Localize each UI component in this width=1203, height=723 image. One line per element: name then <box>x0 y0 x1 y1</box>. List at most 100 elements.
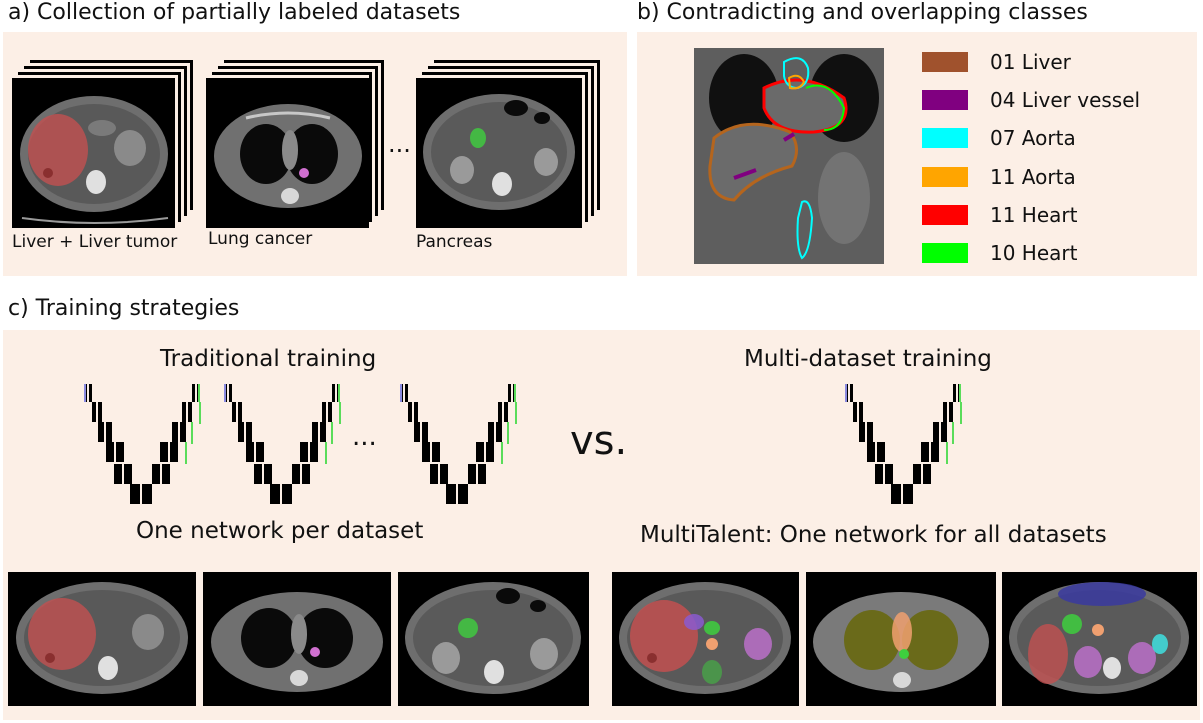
ct-image-lung <box>206 78 369 228</box>
unet-block <box>312 422 318 442</box>
unet-block <box>941 422 947 442</box>
panel-a-ellipsis: ... <box>388 130 411 158</box>
multi-dataset-training-title: Multi-dataset training <box>744 346 992 372</box>
unet-input-stripe <box>400 384 402 402</box>
unet-bottleneck <box>130 484 140 504</box>
unet-block <box>182 402 186 422</box>
unet-block <box>238 422 244 442</box>
unet-block <box>913 464 921 484</box>
unet-skip <box>515 402 517 424</box>
unet-bottleneck <box>891 484 901 504</box>
unet-output-stripe <box>338 384 340 402</box>
unet-block <box>172 422 178 442</box>
unet-block <box>332 384 335 402</box>
panel-a-heading: a) Collection of partially labeled datas… <box>8 0 461 25</box>
legend-label: 11 Aorta <box>990 165 1076 189</box>
unet-block <box>116 442 124 462</box>
legend-swatch <box>922 52 968 72</box>
vs-label: vs. <box>570 418 628 464</box>
legend-label: 11 Heart <box>990 203 1078 227</box>
unet-block <box>508 384 511 402</box>
ct-image-coronal <box>694 48 884 264</box>
unet-bottleneck <box>458 484 468 504</box>
unet-skip <box>501 442 503 464</box>
unet-block <box>877 442 885 462</box>
ct-image-pancreas <box>416 78 582 228</box>
unet-skip <box>339 402 341 424</box>
legend-label: 10 Heart <box>990 241 1078 265</box>
unet-block <box>923 464 931 484</box>
unet-block <box>943 402 947 422</box>
unet-output-stripe <box>198 384 200 402</box>
traditional-training-caption: One network per dataset <box>136 518 424 544</box>
legend-swatch <box>922 167 968 187</box>
unet-skip <box>185 442 187 464</box>
unet-bottleneck <box>446 484 456 504</box>
unet-block <box>106 422 112 442</box>
unet-block <box>160 442 168 462</box>
unet-block <box>414 402 418 422</box>
legend-swatch <box>922 128 968 148</box>
legend-label: 04 Liver vessel <box>990 88 1141 112</box>
unet-block <box>246 442 254 462</box>
unet-block <box>853 402 857 422</box>
result-ct-lung <box>203 572 391 706</box>
unet-block <box>254 464 262 484</box>
unet-block <box>953 384 956 402</box>
unet-block <box>867 422 873 442</box>
unet-block <box>300 442 308 462</box>
unet-block <box>310 442 318 462</box>
panel-c <box>3 330 1200 720</box>
unet-block <box>476 442 484 462</box>
unet-block <box>328 402 332 422</box>
legend-label: 01 Liver <box>990 50 1071 74</box>
unet-block <box>98 422 104 442</box>
panel-c-heading: c) Training strategies <box>8 296 240 321</box>
unet-block <box>98 402 102 422</box>
unet-block <box>322 402 326 422</box>
unet-block <box>114 464 122 484</box>
dataset-label-liver: Liver + Liver tumor <box>12 232 178 252</box>
unet-block <box>302 464 310 484</box>
unet-block <box>440 464 448 484</box>
unet-input-stripe <box>845 384 847 402</box>
traditional-training-title: Traditional training <box>160 346 377 372</box>
unet-block <box>124 464 132 484</box>
unet-block <box>486 442 494 462</box>
unet-block <box>152 464 160 484</box>
unet-block <box>867 442 875 462</box>
unet-block <box>89 384 92 402</box>
unet-block <box>478 464 486 484</box>
result-ct-pancreas <box>398 572 589 706</box>
result-ct-multitalent-liver <box>612 572 799 706</box>
unet-skip <box>199 402 201 424</box>
unet-output-stripe <box>959 384 961 402</box>
result-ct-liver <box>8 572 196 706</box>
unet-skip <box>960 402 962 424</box>
unet-block <box>256 442 264 462</box>
unet-block <box>430 464 438 484</box>
legend-swatch <box>922 243 968 263</box>
unet-block <box>320 422 326 442</box>
unet-block <box>405 384 408 402</box>
unet-block <box>422 422 428 442</box>
unet-skip <box>507 422 509 444</box>
unet-block <box>414 422 420 442</box>
unet-block <box>875 464 883 484</box>
unet-block <box>498 402 502 422</box>
unet-skip <box>946 442 948 464</box>
unet-output-stripe <box>514 384 516 402</box>
unet-bottleneck <box>282 484 292 504</box>
panel-b-heading: b) Contradicting and overlapping classes <box>637 0 1088 25</box>
unet-block <box>504 402 508 422</box>
ct-image-liver <box>12 78 175 228</box>
unet-bottleneck <box>142 484 152 504</box>
unet-block <box>188 402 192 422</box>
unet-block <box>162 464 170 484</box>
unet-block <box>246 422 252 442</box>
unet-block <box>180 422 186 442</box>
unet-input-stripe <box>224 384 226 402</box>
legend-swatch <box>922 90 968 110</box>
unet-block <box>859 402 863 422</box>
multitalent-caption: MultiTalent: One network for all dataset… <box>640 522 1107 548</box>
